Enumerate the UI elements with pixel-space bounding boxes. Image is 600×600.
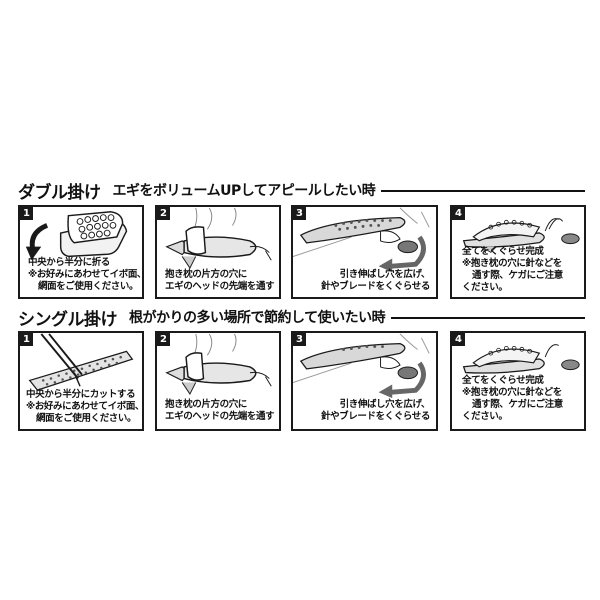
divider-rule [381, 190, 585, 192]
section-subtitle: 根がかりの多い場所で節約して使いたい時 [129, 310, 386, 326]
divider-rule [391, 317, 585, 319]
cutting-pad-with-scissors-illustration [28, 333, 134, 391]
step-caption: 全てをくぐらせ完成 ※抱き枕の穴に針などを 通す際、ケガにご注意 ください。 [452, 375, 584, 423]
step-panel-single-2: 2 抱き枕の片方の穴に エギのヘッドの先端を通す [155, 331, 281, 431]
caption-line: 中央から半分に折る [28, 257, 110, 268]
step-number-badge: 2 [157, 333, 170, 346]
caption-note: ※お好みにあわせてイボ面、 [26, 401, 144, 412]
folding-pad-illustration [25, 211, 128, 261]
step-number-badge: 3 [293, 333, 306, 346]
step-panel-double-2: 2 抱き枕の片方の穴に エギのヘッドの先端を通す [155, 205, 281, 299]
caption-note: 通す際、ケガにご注意 [472, 270, 563, 281]
caption-note: ※抱き枕の穴に針などを [462, 258, 562, 269]
stretching-hole-over-hook-illustration [293, 333, 430, 399]
step-panel-double-4: 4 全てをくぐらせ完成 ※抱き枕の穴に針などを 通す際、ケガにご注意 ください。 [450, 205, 586, 299]
caption-line: 中央から半分にカットする [26, 389, 136, 400]
step-caption: 中央から半分にカットする ※お好みにあわせてイボ面、 網面をご使用ください。 [20, 389, 142, 425]
step-panel-double-3: 3 引き伸ばし穴を広げ、 針やブレードをくぐらせる [291, 205, 438, 299]
caption-line: 全てをくぐらせ完成 [462, 375, 544, 386]
caption-note: 網面をご使用ください。 [38, 281, 139, 292]
caption-line: 抱き枕の片方の穴に [165, 269, 247, 280]
caption-note: ください。 [462, 282, 508, 293]
step-panel-double-1: 1 中央から半分に折る ※お好みにあわせてイボ面、 網面をご使用ください。 [18, 205, 144, 299]
step-caption: 引き伸ばし穴を広げ、 針やブレードをくぐらせる [293, 399, 436, 423]
caption-line: 針やブレードをくぐらせる [320, 281, 430, 292]
step-caption: 引き伸ばし穴を広げ、 針やブレードをくぐらせる [293, 269, 436, 293]
step-panel-single-3: 3 引き伸ばし穴を広げ、 針やブレードをくぐらせる [291, 331, 438, 431]
caption-line: 針やブレードをくぐらせる [320, 411, 430, 422]
completed-egi-illustration [462, 344, 580, 374]
step-number-badge: 3 [293, 207, 306, 220]
caption-line: エギのヘッドの先端を通す [165, 411, 275, 422]
step-number-badge: 4 [452, 207, 465, 220]
caption-note: 通す際、ケガにご注意 [472, 399, 563, 410]
caption-line: 引き伸ばし穴を広げ、 [339, 399, 431, 410]
step-number-badge: 1 [20, 333, 33, 346]
step-panel-single-1: 1 中央から半分にカットする ※お好みにあわせてイボ面、 網面をご使用ください。 [18, 331, 144, 431]
caption-line: 引き伸ばし穴を広げ、 [339, 269, 431, 280]
step-caption: 全てをくぐらせ完成 ※抱き枕の穴に針などを 通す際、ケガにご注意 ください。 [452, 246, 584, 294]
caption-note: ※抱き枕の穴に針などを [462, 387, 562, 398]
completed-egi-illustration [462, 218, 580, 253]
hand-inserting-egi-head-illustration [165, 333, 272, 396]
hand-inserting-egi-head-illustration [165, 207, 272, 270]
step-number-badge: 2 [157, 207, 170, 220]
step-number-badge: 4 [452, 333, 465, 346]
step-caption: 抱き枕の片方の穴に エギのヘッドの先端を通す [157, 399, 279, 423]
step-panel-single-4: 4 全てをくぐらせ完成 ※抱き枕の穴に針などを 通す際、ケガにご注意 ください。 [450, 331, 586, 431]
section-header-double: ダブル掛け エギをボリュームUPしてアピールしたい時 [18, 178, 585, 203]
section-subtitle: エギをボリュームUPしてアピールしたい時 [112, 183, 376, 199]
stretching-hole-over-hook-illustration [293, 207, 430, 273]
section-title: ダブル掛け [18, 182, 101, 203]
section-header-single: シングル掛け 根がかりの多い場所で節約して使いたい時 [18, 305, 585, 330]
caption-line: 抱き枕の片方の穴に [165, 399, 247, 410]
step-caption: 中央から半分に折る ※お好みにあわせてイボ面、 網面をご使用ください。 [20, 257, 142, 293]
step-number-badge: 1 [20, 207, 33, 220]
caption-line: エギのヘッドの先端を通す [165, 281, 275, 292]
section-title: シングル掛け [18, 309, 118, 330]
caption-note: ください。 [462, 411, 508, 422]
step-caption: 抱き枕の片方の穴に エギのヘッドの先端を通す [157, 269, 279, 293]
caption-note: ※お好みにあわせてイボ面、 [28, 269, 144, 280]
caption-note: 網面をご使用ください。 [36, 413, 137, 424]
caption-line: 全てをくぐらせ完成 [462, 246, 544, 257]
